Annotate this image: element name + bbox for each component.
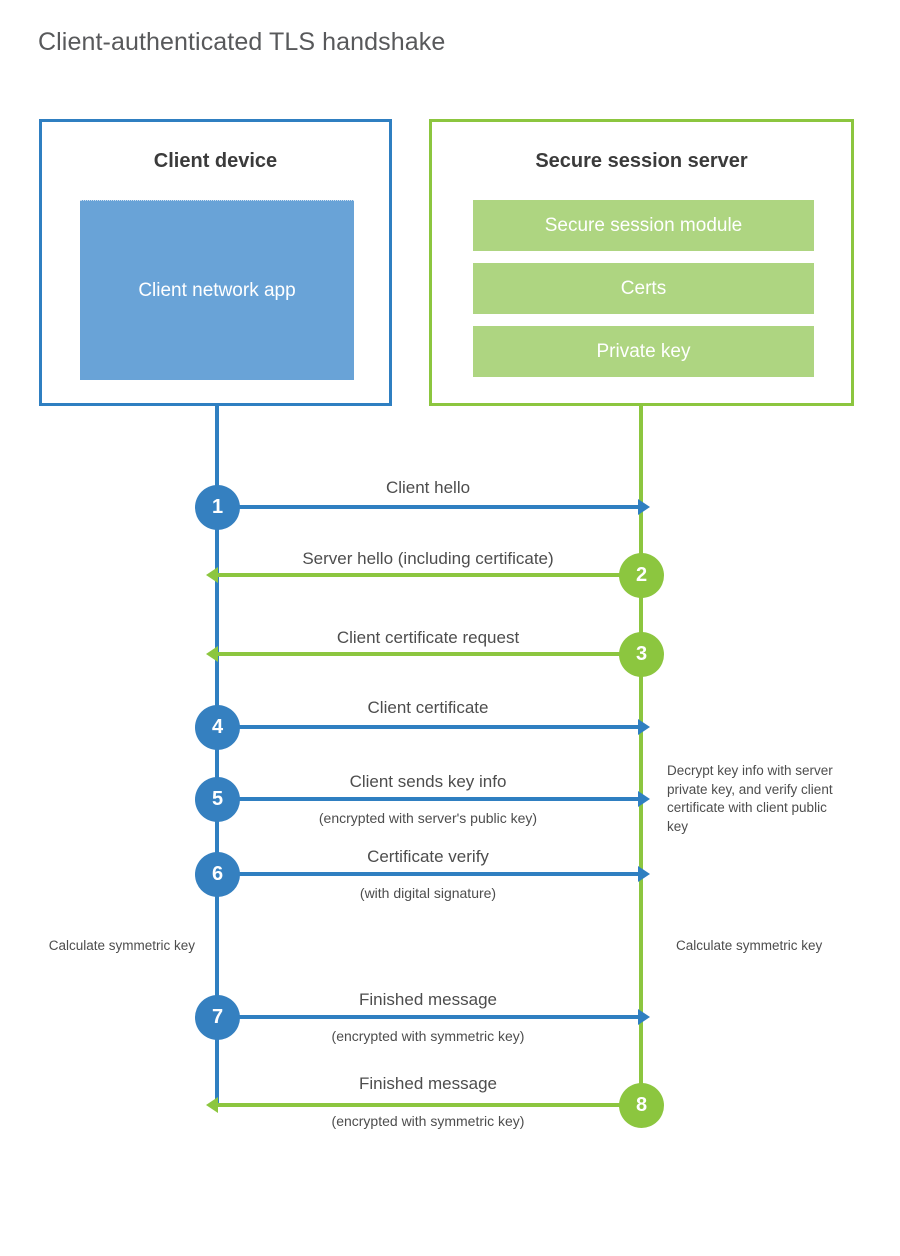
step-6-sublabel: (with digital signature) [359, 885, 497, 901]
step-7-arrow [217, 1009, 650, 1025]
step-4-arrow [217, 719, 650, 735]
arrowhead-left-icon [206, 567, 218, 583]
step-7-sublabel: (encrypted with symmetric key) [331, 1028, 525, 1044]
server-lifeline [639, 406, 643, 1105]
client-lifeline [215, 406, 219, 1106]
step-2-arrow [206, 567, 641, 583]
secure-session-server-box: Secure session server Secure session mod… [429, 119, 854, 406]
step-7-badge: 7 [195, 995, 240, 1040]
arrowhead-right-icon [638, 1009, 650, 1025]
client-calculate-symmetric-key-note: Calculate symmetric key [48, 938, 195, 953]
step-4-label: Client certificate [367, 698, 489, 717]
step-5-label: Client sends key info [349, 772, 507, 791]
step-5-arrow [217, 791, 650, 807]
step-5-badge: 5 [195, 777, 240, 822]
step-1-badge: 1 [195, 485, 240, 530]
server-decrypt-note: Decrypt key info with server private key… [667, 763, 833, 834]
step-8-label: Finished message [359, 1074, 497, 1093]
server-module-certs: Certs [473, 263, 814, 314]
step-1-arrow [217, 499, 650, 515]
step-7-label: Finished message [359, 990, 497, 1009]
arrowhead-left-icon [206, 1097, 218, 1113]
step-8-sublabel: (encrypted with symmetric key) [331, 1113, 525, 1129]
client-device-box: Client device Client network app [39, 119, 392, 406]
server-calculate-symmetric-key-note: Calculate symmetric key [676, 938, 823, 953]
client-device-title: Client device [153, 150, 278, 172]
arrowhead-right-icon [638, 791, 650, 807]
step-2-label: Server hello (including certificate) [302, 549, 554, 568]
arrowhead-right-icon [638, 719, 650, 735]
step-3-label: Client certificate request [336, 628, 520, 647]
step-1-label: Client hello [385, 478, 471, 497]
step-6-badge: 6 [195, 852, 240, 897]
step-6-arrow [217, 866, 650, 882]
step-4-badge: 4 [195, 705, 240, 750]
arrowhead-right-icon [638, 866, 650, 882]
server-module-private-key: Private key [473, 326, 814, 377]
step-5-sublabel: (encrypted with server's public key) [318, 810, 538, 826]
client-network-app-block: Client network app [80, 200, 354, 380]
step-3-arrow [206, 646, 641, 662]
arrowhead-left-icon [206, 646, 218, 662]
page-title: Client-authenticated TLS handshake [38, 28, 446, 56]
step-8-badge: 8 [619, 1083, 664, 1128]
step-2-badge: 2 [619, 553, 664, 598]
server-module-secure-session-module: Secure session module [473, 200, 814, 251]
secure-session-server-title: Secure session server [535, 150, 748, 172]
step-8-arrow [206, 1097, 641, 1113]
arrowhead-right-icon [638, 499, 650, 515]
step-3-badge: 3 [619, 632, 664, 677]
step-6-label: Certificate verify [367, 847, 489, 866]
